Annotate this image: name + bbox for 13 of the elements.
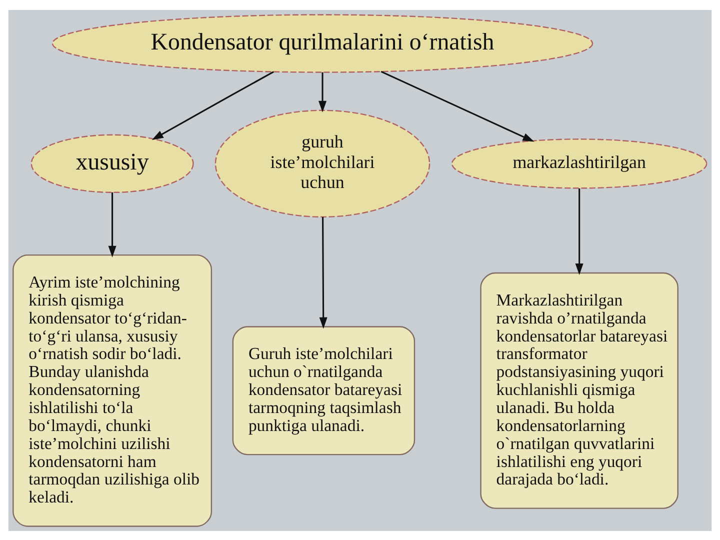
arrow: [318, 72, 327, 112]
node-ellipse: markazlashtirilgan: [451, 138, 708, 188]
arrow: [380, 70, 534, 142]
node-ellipse: Kondensator qurilmalarini o‘rnatish: [52, 14, 594, 72]
arrow: [108, 192, 116, 257]
node-ellipse: xususiy: [30, 134, 194, 192]
node-ellipse: guruh iste’molchilari uchun: [214, 109, 430, 218]
node-box: Ayrim iste’molchining kirish qismiga kondensator to‘g‘ridan-to‘g‘ri ulansa, xususiy o‘rnatish sodir bo‘ladi. Bunday ulanishda kondensatorning ishlatilishi to‘la bo‘lmaydi, chunki iste’molchini uzilishi kondensatorni ham tarmoqdan uzilishiga olib keladi.: [12, 254, 212, 526]
node-box: Guruh iste’molchilari uchun o`rnatilganda kondensator batareyasi tarmoqning taqsimlash punktiga ulanadi.: [232, 326, 416, 455]
arrow: [575, 188, 584, 275]
arrow: [319, 216, 328, 328]
node-box: Markazlashtirilgan ravishda o’rnatilganda kondensatorlar batareyasi transformator podstansiyasining yuqori kuchlanishli qismiga ulanadi. Bu holda kondensatorlarning o`rnatilgan quvvatlarini ishlatilishi eng yuqori darajada bo‘ladi.: [480, 272, 678, 508]
arrow: [152, 70, 274, 140]
